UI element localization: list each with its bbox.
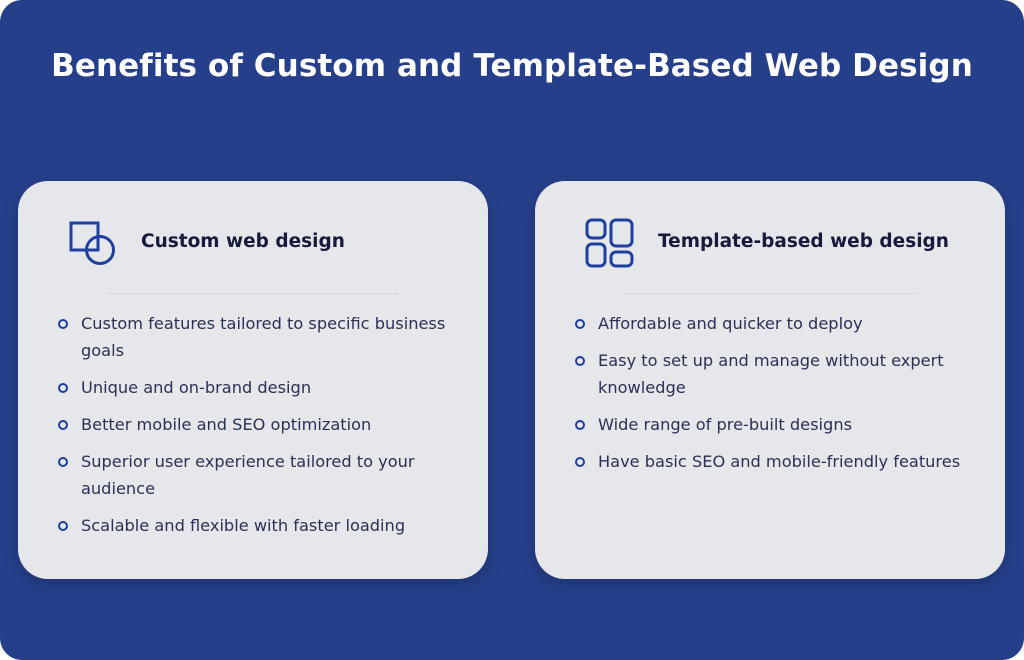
divider <box>624 293 916 294</box>
list-item: Affordable and quicker to deploy <box>575 310 965 337</box>
list-item-text: Wide range of pre-built designs <box>598 415 853 434</box>
list-item-text: Affordable and quicker to deploy <box>598 314 863 333</box>
template-based-web-design-card: Template-based web design Affordable and… <box>535 181 1005 579</box>
benefit-list: Affordable and quicker to deploy Easy to… <box>575 310 965 485</box>
bullet-icon <box>58 521 68 531</box>
list-item: Custom features tailored to specific bus… <box>58 310 448 364</box>
template-grid-icon <box>585 218 634 268</box>
list-item-text: Unique and on-brand design <box>81 378 312 397</box>
list-item: Wide range of pre-built designs <box>575 411 965 438</box>
card-title: Custom web design <box>141 231 345 252</box>
list-item: Better mobile and SEO optimization <box>58 411 448 438</box>
list-item: Unique and on-brand design <box>58 374 448 401</box>
bullet-icon <box>575 356 585 366</box>
list-item-text: Custom features tailored to specific bus… <box>81 314 446 360</box>
bullet-icon <box>575 457 585 467</box>
bullet-icon <box>58 457 68 467</box>
overlapping-square-circle-icon <box>69 221 115 265</box>
page-title: Benefits of Custom and Template-Based We… <box>51 48 973 84</box>
custom-web-design-card: Custom web design Custom features tailor… <box>18 181 488 579</box>
bullet-icon <box>58 420 68 430</box>
list-item-text: Scalable and flexible with faster loadin… <box>81 516 406 535</box>
bullet-icon <box>58 383 68 393</box>
bullet-icon <box>58 319 68 329</box>
benefit-list: Custom features tailored to specific bus… <box>58 310 448 549</box>
list-item: Superior user experience tailored to you… <box>58 448 448 502</box>
list-item-text: Easy to set up and manage without expert… <box>598 351 944 397</box>
bullet-icon <box>575 319 585 329</box>
list-item: Have basic SEO and mobile-friendly featu… <box>575 448 965 475</box>
bullet-icon <box>575 420 585 430</box>
list-item: Easy to set up and manage without expert… <box>575 347 965 401</box>
list-item-text: Have basic SEO and mobile-friendly featu… <box>598 452 961 471</box>
list-item: Scalable and flexible with faster loadin… <box>58 512 448 539</box>
divider <box>107 293 399 294</box>
card-title: Template-based web design <box>658 231 949 252</box>
list-item-text: Better mobile and SEO optimization <box>81 415 372 434</box>
list-item-text: Superior user experience tailored to you… <box>81 452 415 498</box>
